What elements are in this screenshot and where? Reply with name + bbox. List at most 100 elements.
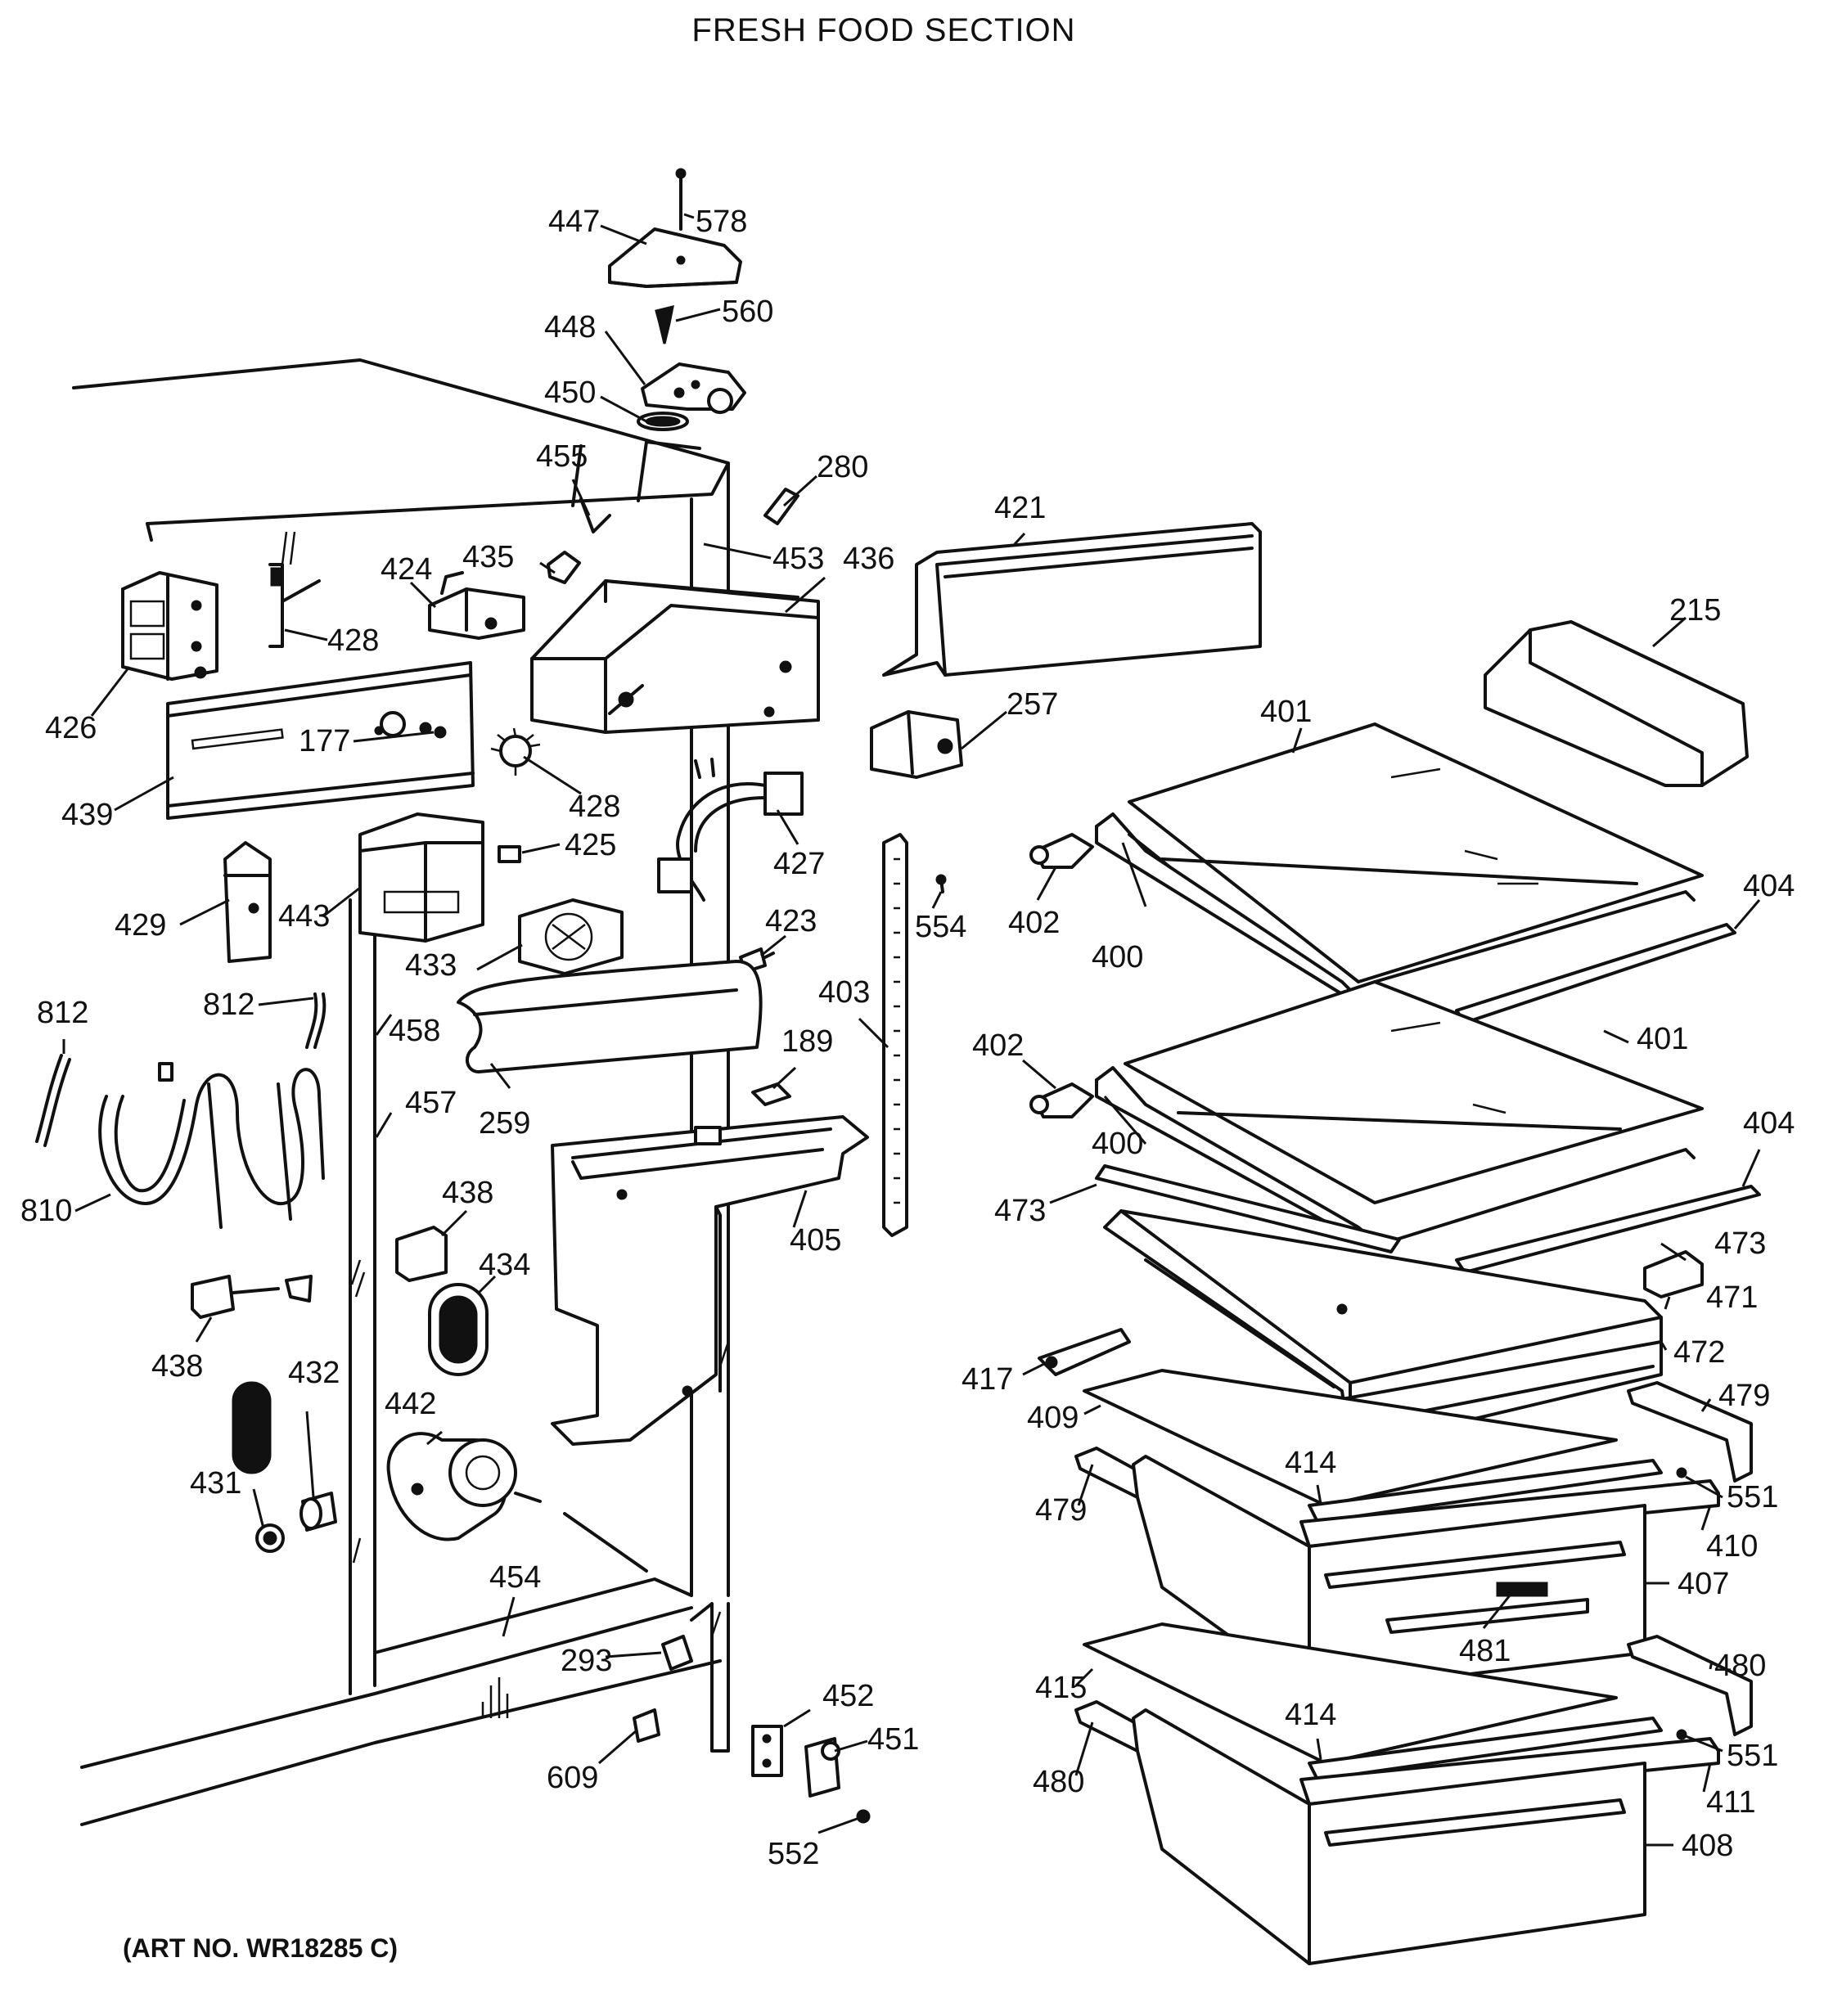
callout-400: 400	[1092, 940, 1143, 974]
part-473-clip	[1643, 1250, 1704, 1298]
part-433-fan	[518, 898, 624, 975]
callout-415: 415	[1035, 1671, 1087, 1705]
part-432-bushing	[299, 1492, 337, 1532]
part-425-clip	[498, 845, 521, 863]
callout-560: 560	[722, 295, 773, 329]
diagram-title: FRESH FOOD SECTION	[691, 12, 1075, 48]
part-414-drawer-trim-lower	[1308, 1717, 1663, 1781]
part-810-heater-loop	[98, 1062, 325, 1229]
callout-450: 450	[544, 376, 596, 410]
part-428-bracket-upper	[268, 563, 321, 648]
part-442-fan-motor	[386, 1432, 542, 1541]
callout-177: 177	[299, 724, 350, 758]
part-434-grille	[428, 1283, 489, 1376]
part-471-crisper-pan	[1103, 1209, 1663, 1450]
callout-458: 458	[389, 1014, 440, 1048]
part-438-connector-upper	[395, 1226, 448, 1282]
callout-552: 552	[768, 1837, 819, 1871]
part-414-drawer-trim-upper	[1308, 1459, 1663, 1523]
callout-431: 431	[190, 1466, 241, 1501]
part-481-drawer-handle	[1496, 1582, 1548, 1597]
callout-426: 426	[45, 711, 97, 745]
callout-551-lower: 551	[1727, 1739, 1778, 1773]
part-812-tube-right	[305, 992, 327, 1049]
part-473-trim-front	[1095, 1164, 1401, 1253]
callout-453: 453	[772, 542, 824, 576]
callout-407: 407	[1678, 1567, 1729, 1601]
part-427-harness	[657, 758, 804, 902]
callout-812-right: 812	[203, 988, 254, 1022]
part-424-switch	[428, 571, 525, 640]
leader-lines	[62, 213, 1761, 1847]
callout-428: 428	[327, 623, 379, 658]
callout-578: 578	[696, 205, 747, 239]
callout-labels: 578 447 560 448 450 455 280 435 424 453 …	[20, 205, 1795, 1871]
part-405-air-duct	[551, 1115, 869, 1446]
part-455-wire	[579, 497, 611, 533]
callout-401-lower: 401	[1637, 1022, 1688, 1056]
part-402-shelf-bracket-lower	[1029, 1082, 1094, 1118]
part-415-drawer-cover	[1083, 1622, 1618, 1765]
callout-454: 454	[489, 1560, 541, 1595]
part-293-clip	[661, 1635, 693, 1671]
art-number: (ART NO. WR18285 C)	[123, 1933, 398, 1963]
callout-400-lower: 400	[1092, 1127, 1143, 1161]
part-257-timer	[870, 710, 963, 779]
part-435-clip	[547, 551, 581, 584]
part-551-screw-upper	[1676, 1467, 1687, 1478]
part-215-door-bin	[1484, 620, 1749, 787]
callout-404-lower: 404	[1743, 1106, 1795, 1141]
part-551-screw-lower	[1676, 1729, 1687, 1740]
callout-423: 423	[765, 904, 817, 938]
part-401-glass-shelf-lower	[1124, 980, 1704, 1204]
part-812-tube-left	[35, 1054, 71, 1147]
callout-425: 425	[565, 828, 616, 862]
part-436-fan-housing	[530, 579, 820, 734]
callout-447: 447	[548, 205, 600, 239]
callout-293: 293	[561, 1644, 612, 1678]
callout-471: 471	[1706, 1280, 1758, 1315]
part-428-gear	[490, 727, 541, 776]
callout-401: 401	[1260, 695, 1312, 729]
callout-434: 434	[479, 1248, 530, 1282]
callout-435: 435	[462, 540, 514, 574]
part-189-clip	[751, 1082, 791, 1106]
callout-554: 554	[915, 910, 966, 944]
callout-429: 429	[115, 908, 166, 943]
callout-428-gear: 428	[569, 790, 620, 824]
callout-479-right: 479	[1718, 1379, 1770, 1413]
part-560-knob	[655, 304, 674, 344]
part-451-hinge	[804, 1737, 840, 1798]
callout-414-upper: 414	[1285, 1446, 1336, 1480]
callout-417: 417	[962, 1362, 1013, 1397]
callout-472: 472	[1673, 1335, 1725, 1370]
part-438-connector-lower	[191, 1275, 313, 1319]
callout-402-lower: 402	[972, 1028, 1024, 1063]
callout-473-clip: 473	[1714, 1226, 1766, 1261]
callout-442: 442	[385, 1387, 436, 1421]
callout-259: 259	[479, 1106, 530, 1141]
callout-436: 436	[843, 542, 894, 576]
callout-410: 410	[1706, 1529, 1758, 1564]
part-480-slide-right	[1627, 1635, 1753, 1736]
part-429-bracket	[223, 841, 272, 963]
callout-451: 451	[867, 1722, 919, 1757]
callout-414-lower: 414	[1285, 1698, 1336, 1732]
callout-411: 411	[1706, 1785, 1756, 1820]
callout-480-right: 480	[1714, 1649, 1766, 1683]
callout-438-lower: 438	[151, 1349, 203, 1384]
callout-189: 189	[781, 1024, 833, 1059]
callout-427: 427	[773, 847, 825, 881]
part-408-drawer	[1132, 1708, 1646, 1965]
part-177-screw	[434, 726, 447, 739]
callout-551-upper: 551	[1727, 1480, 1778, 1514]
part-578-screw	[675, 168, 687, 231]
part-479-slide-right	[1627, 1381, 1753, 1483]
part-280-clip	[763, 488, 799, 525]
callout-438-upper: 438	[442, 1176, 493, 1210]
callout-402: 402	[1008, 906, 1060, 940]
callout-257: 257	[1007, 687, 1058, 722]
part-407-drawer	[1132, 1455, 1646, 1695]
part-439-rail	[166, 661, 475, 820]
